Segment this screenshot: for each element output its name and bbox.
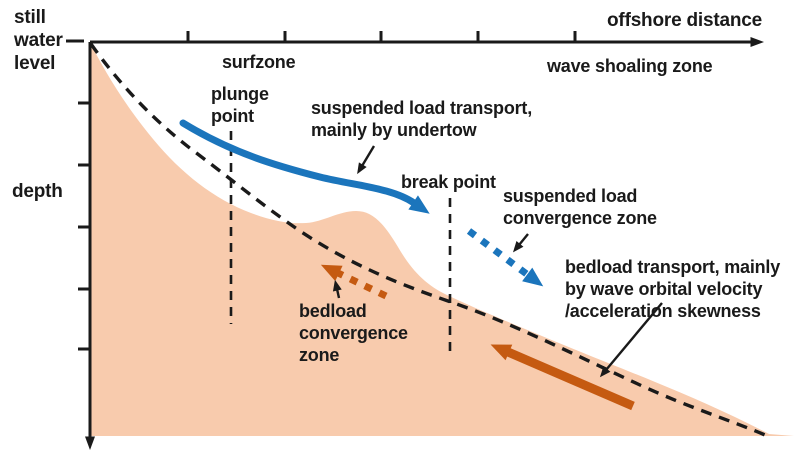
- suspended-load-convergence-arrow: [466, 228, 544, 287]
- sand-profile-shape: [91, 44, 794, 436]
- depth-axis-label: depth: [12, 181, 63, 202]
- bedload-transport-arrow: [490, 344, 635, 411]
- wave-shoaling-zone-label: wave shoaling zone: [547, 56, 713, 76]
- bedload-transport-label: bedload transport, mainly by wave orbita…: [565, 257, 781, 321]
- depth-axis-ticks: [78, 101, 90, 351]
- pointer-to-suspended-transport-arrow: [357, 145, 376, 175]
- equilibrium-profile-dashed-line: [89, 43, 766, 437]
- offshore-axis-ticks: [186, 31, 577, 42]
- suspended-load-transport-label: suspended load transport, mainly by unde…: [311, 98, 533, 140]
- pointer-to-bedload-convergence-arrow: [332, 279, 342, 299]
- pointer-to-bedload-transport-arrow: [599, 302, 663, 378]
- pointer-to-suspended-convergence-arrow: [512, 233, 529, 253]
- break-point-label: break point: [401, 172, 496, 192]
- surfzone-label: surfzone: [222, 52, 296, 72]
- bedload-convergence-label: bedload convergence zone: [299, 301, 408, 365]
- suspended-load-transport-arrow: [179, 119, 430, 214]
- offshore-distance-axis-label: offshore distance: [607, 10, 762, 31]
- still-water-level-label: still water level: [14, 7, 63, 75]
- suspended-load-convergence-label: suspended load convergence zone: [503, 186, 657, 228]
- plunge-point-label: plunge point: [211, 84, 269, 126]
